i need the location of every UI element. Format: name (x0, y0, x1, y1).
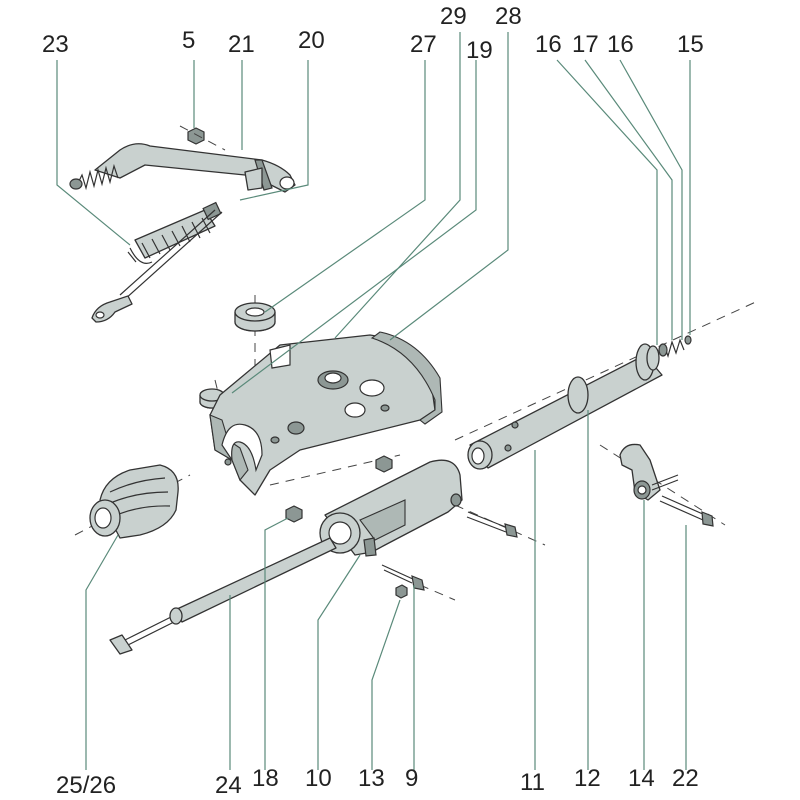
master-body (319, 459, 463, 557)
label-14: 14 (628, 765, 655, 792)
label-11: 11 (520, 769, 545, 796)
cable (119, 209, 216, 296)
pedal-shaft (467, 343, 663, 470)
label-15: 15 (677, 31, 704, 58)
part-number-labels: 23 5 21 20 29 28 27 19 16 17 16 15 25/26… (42, 3, 704, 799)
label-21: 21 (228, 31, 255, 58)
label-24: 24 (215, 772, 242, 799)
label-5: 5 (182, 27, 195, 54)
label-25-26: 25/26 (56, 772, 116, 799)
bolt-upper (466, 511, 518, 538)
label-27: 27 (410, 31, 437, 58)
rubber-boot (89, 464, 179, 539)
label-19: 19 (466, 37, 493, 64)
label-23: 23 (42, 31, 69, 58)
nut-5 (187, 127, 205, 145)
label-29: 29 (440, 3, 467, 30)
grommet-27 (234, 302, 276, 332)
label-10: 10 (305, 765, 332, 792)
lever-spring (69, 163, 119, 191)
label-16a: 16 (535, 31, 562, 58)
pedal-housing (209, 331, 443, 496)
bolt-9 (381, 564, 425, 591)
nut-13 (395, 584, 408, 599)
label-13: 13 (358, 765, 385, 792)
return-spring (127, 201, 222, 264)
pedal-lever-assembly (69, 125, 296, 323)
label-28: 28 (495, 3, 522, 30)
label-17: 17 (572, 31, 599, 58)
bolt-22 (659, 495, 714, 527)
label-16b: 16 (607, 31, 634, 58)
nut-18a (285, 505, 303, 523)
leader-lines (56, 32, 691, 770)
label-18: 18 (252, 765, 279, 792)
label-20: 20 (298, 27, 325, 54)
label-9: 9 (405, 765, 418, 792)
springs-15-17 (658, 335, 692, 358)
label-22: 22 (672, 765, 699, 792)
cam-lever-14 (619, 443, 679, 501)
label-12: 12 (574, 765, 601, 792)
push-rod (109, 537, 337, 655)
nut-18b (375, 455, 393, 473)
